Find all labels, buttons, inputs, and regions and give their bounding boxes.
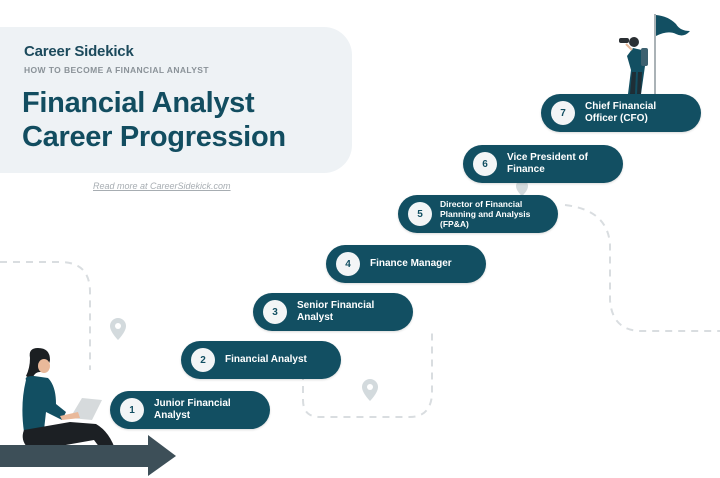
step-number-badge: 7 <box>551 101 575 125</box>
page-title: Financial Analyst Career Progression <box>22 87 286 153</box>
dashed-path-right <box>564 204 720 332</box>
arrow-right-icon <box>0 435 176 476</box>
step-label: Director of Financial Planning and Analy… <box>440 199 531 229</box>
location-pin-icon <box>110 318 126 340</box>
person-binoculars-illustration <box>619 37 648 94</box>
step-number-badge: 4 <box>336 252 360 276</box>
step-number-badge: 6 <box>473 152 497 176</box>
step-label: Financial Analyst <box>225 354 307 365</box>
step-5: 5 Director of Financial Planning and Ana… <box>398 195 558 233</box>
woman-laptop-illustration <box>22 348 124 462</box>
step-4: 4 Finance Manager <box>326 245 486 283</box>
step-label: Junior Financial Analyst <box>154 398 231 421</box>
dashed-path-left <box>0 261 91 370</box>
step-number-badge: 1 <box>120 398 144 422</box>
step-2: 2 Financial Analyst <box>181 341 341 379</box>
header-card <box>0 27 352 173</box>
step-6: 6 Vice President of Finance <box>463 145 623 183</box>
step-1: 1 Junior Financial Analyst <box>110 391 270 429</box>
subtitle: HOW TO BECOME A FINANCIAL ANALYST <box>24 65 209 75</box>
step-label: Senior Financial Analyst <box>297 300 375 323</box>
step-label: Finance Manager <box>370 258 452 269</box>
step-3: 3 Senior Financial Analyst <box>253 293 413 331</box>
step-7: 7 Chief Financial Officer (CFO) <box>541 94 701 132</box>
flag-icon <box>654 14 690 95</box>
location-pin-icon <box>362 379 378 401</box>
step-label: Chief Financial Officer (CFO) <box>585 101 657 124</box>
dashed-path-middle <box>302 330 433 418</box>
step-number-badge: 2 <box>191 348 215 372</box>
step-number-badge: 3 <box>263 300 287 324</box>
brand-logo: Career Sidekick <box>24 43 134 60</box>
location-pin-icon <box>516 180 528 196</box>
step-label: Vice President of Finance <box>507 152 588 175</box>
step-number-badge: 5 <box>408 202 432 226</box>
read-more-link[interactable]: Read more at CareerSidekick.com <box>93 181 231 191</box>
